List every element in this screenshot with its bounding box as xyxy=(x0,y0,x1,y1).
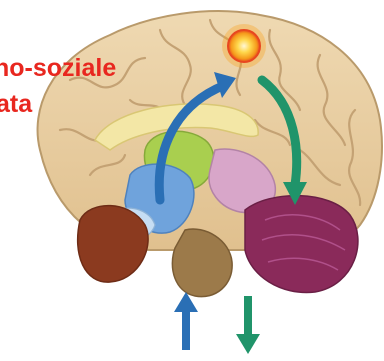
arrow-up-icon xyxy=(174,292,198,350)
region-label-line-2: ata xyxy=(0,92,32,117)
arrow-down-icon xyxy=(236,296,260,354)
temporal-lobe xyxy=(78,206,148,283)
cerebellum xyxy=(245,196,358,293)
sun-glow-icon xyxy=(222,24,266,68)
region-label-line-1: ho-soziale xyxy=(0,56,116,81)
